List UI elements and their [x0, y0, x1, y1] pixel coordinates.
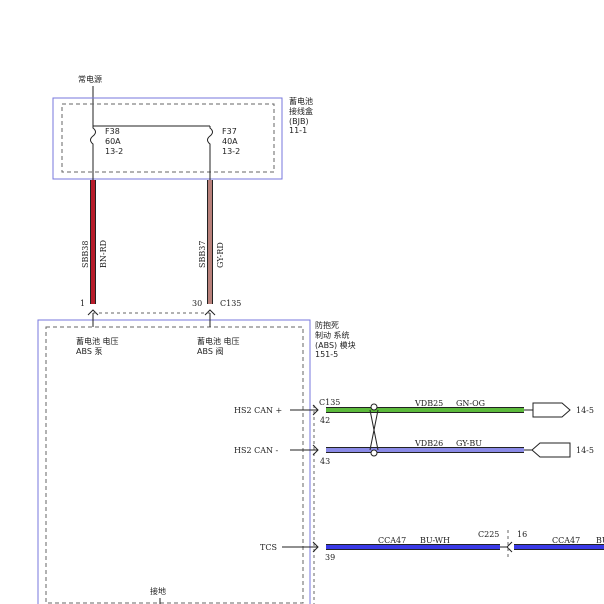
- fuse-f37-rating: 40A: [222, 137, 238, 146]
- abs-module-box: [37, 319, 311, 604]
- wire-vdb25-circuit: VDB25: [414, 399, 443, 408]
- hs2-can-plus-label: HS2 CAN +: [234, 406, 282, 415]
- connector-c135-top-label: C135: [220, 299, 241, 308]
- connector-c135-side-label: C135: [319, 398, 340, 407]
- bjb-name-line4: 11-1: [289, 126, 307, 135]
- wire-vdb25-ref: 14-5: [576, 406, 594, 415]
- ground-label: 接地: [150, 586, 166, 596]
- wire-sbb38-circuit: SBB38: [81, 241, 90, 268]
- hs2-can-plus-arrow: [312, 404, 319, 416]
- connector-c225-pin-label: 16: [517, 530, 527, 539]
- abs-name-line4: 151-5: [315, 350, 338, 359]
- fuse-f37-icon: [207, 126, 213, 180]
- connector-c135-pin1-arrow: [87, 309, 99, 316]
- wire-vdb26-continue-icon: [531, 442, 571, 458]
- connector-c135-pin30-arrow: [204, 309, 216, 316]
- fuse-f37-name: F37: [222, 127, 237, 136]
- abs-name-line3: (ABS) 模块: [315, 340, 356, 350]
- wire-vdb26-ref: 14-5: [576, 446, 594, 455]
- fuse-f38-ref: 13-2: [105, 147, 123, 156]
- wire-vdb26-color: GY-BU: [456, 439, 482, 448]
- wire-vdb26-circuit: VDB26: [414, 439, 443, 448]
- pin-42-label: 42: [320, 416, 330, 425]
- fuse-f38-icon: [90, 126, 96, 180]
- wire-cca47-right-circuit: CCA47: [552, 536, 580, 545]
- wire-vdb25-continue-icon: [532, 402, 571, 418]
- pin-43-label: 43: [320, 457, 330, 466]
- abs-valve-label-line1: 蓄电池 电压: [197, 336, 240, 346]
- power-source-label: 常电源: [78, 74, 102, 84]
- connector-c225-label: C225: [478, 530, 499, 539]
- bjb-inner-dashed: [61, 103, 275, 173]
- wire-sbb38-color: BN-RD: [99, 240, 108, 268]
- bjb-name-line2: 接线盒: [289, 106, 313, 116]
- bjb-name-line1: 蓄电池: [289, 96, 313, 106]
- fuse-f37-ref: 13-2: [222, 147, 240, 156]
- abs-valve-label-line2: ABS 阀: [197, 347, 223, 356]
- wire-cca47-right-color: BU: [596, 536, 604, 545]
- wire-cca47-left-color: BU-WH: [420, 536, 450, 545]
- pin-1-label: 1: [80, 299, 85, 308]
- abs-pump-label-line2: ABS 泵: [76, 347, 102, 356]
- fuse-f38-name: F38: [105, 127, 120, 136]
- wire-sbb37-circuit: SBB37: [198, 241, 207, 268]
- pin-39-label: 39: [325, 553, 335, 562]
- abs-inner-dashed: [45, 326, 304, 604]
- pin-30-label: 30: [192, 299, 202, 308]
- twisted-pair-icon: [369, 403, 379, 457]
- tcs-arrow: [312, 541, 319, 553]
- wire-vdb25-color: GN-OG: [456, 399, 485, 408]
- hs2-can-minus-arrow: [312, 444, 319, 456]
- tcs-label: TCS: [260, 543, 277, 552]
- hs2-can-minus-label: HS2 CAN -: [234, 446, 279, 455]
- abs-name-line1: 防抱死: [315, 320, 339, 330]
- wire-sbb37-color: GY-RD: [216, 242, 225, 268]
- bjb-name-line3: (BJB): [289, 117, 309, 126]
- fuse-f38-rating: 60A: [105, 137, 121, 146]
- wire-cca47-left-circuit: CCA47: [378, 536, 406, 545]
- abs-pump-label-line1: 蓄电池 电压: [76, 336, 119, 346]
- abs-name-line2: 制动 系统: [315, 330, 350, 340]
- bjb-box: [52, 97, 283, 180]
